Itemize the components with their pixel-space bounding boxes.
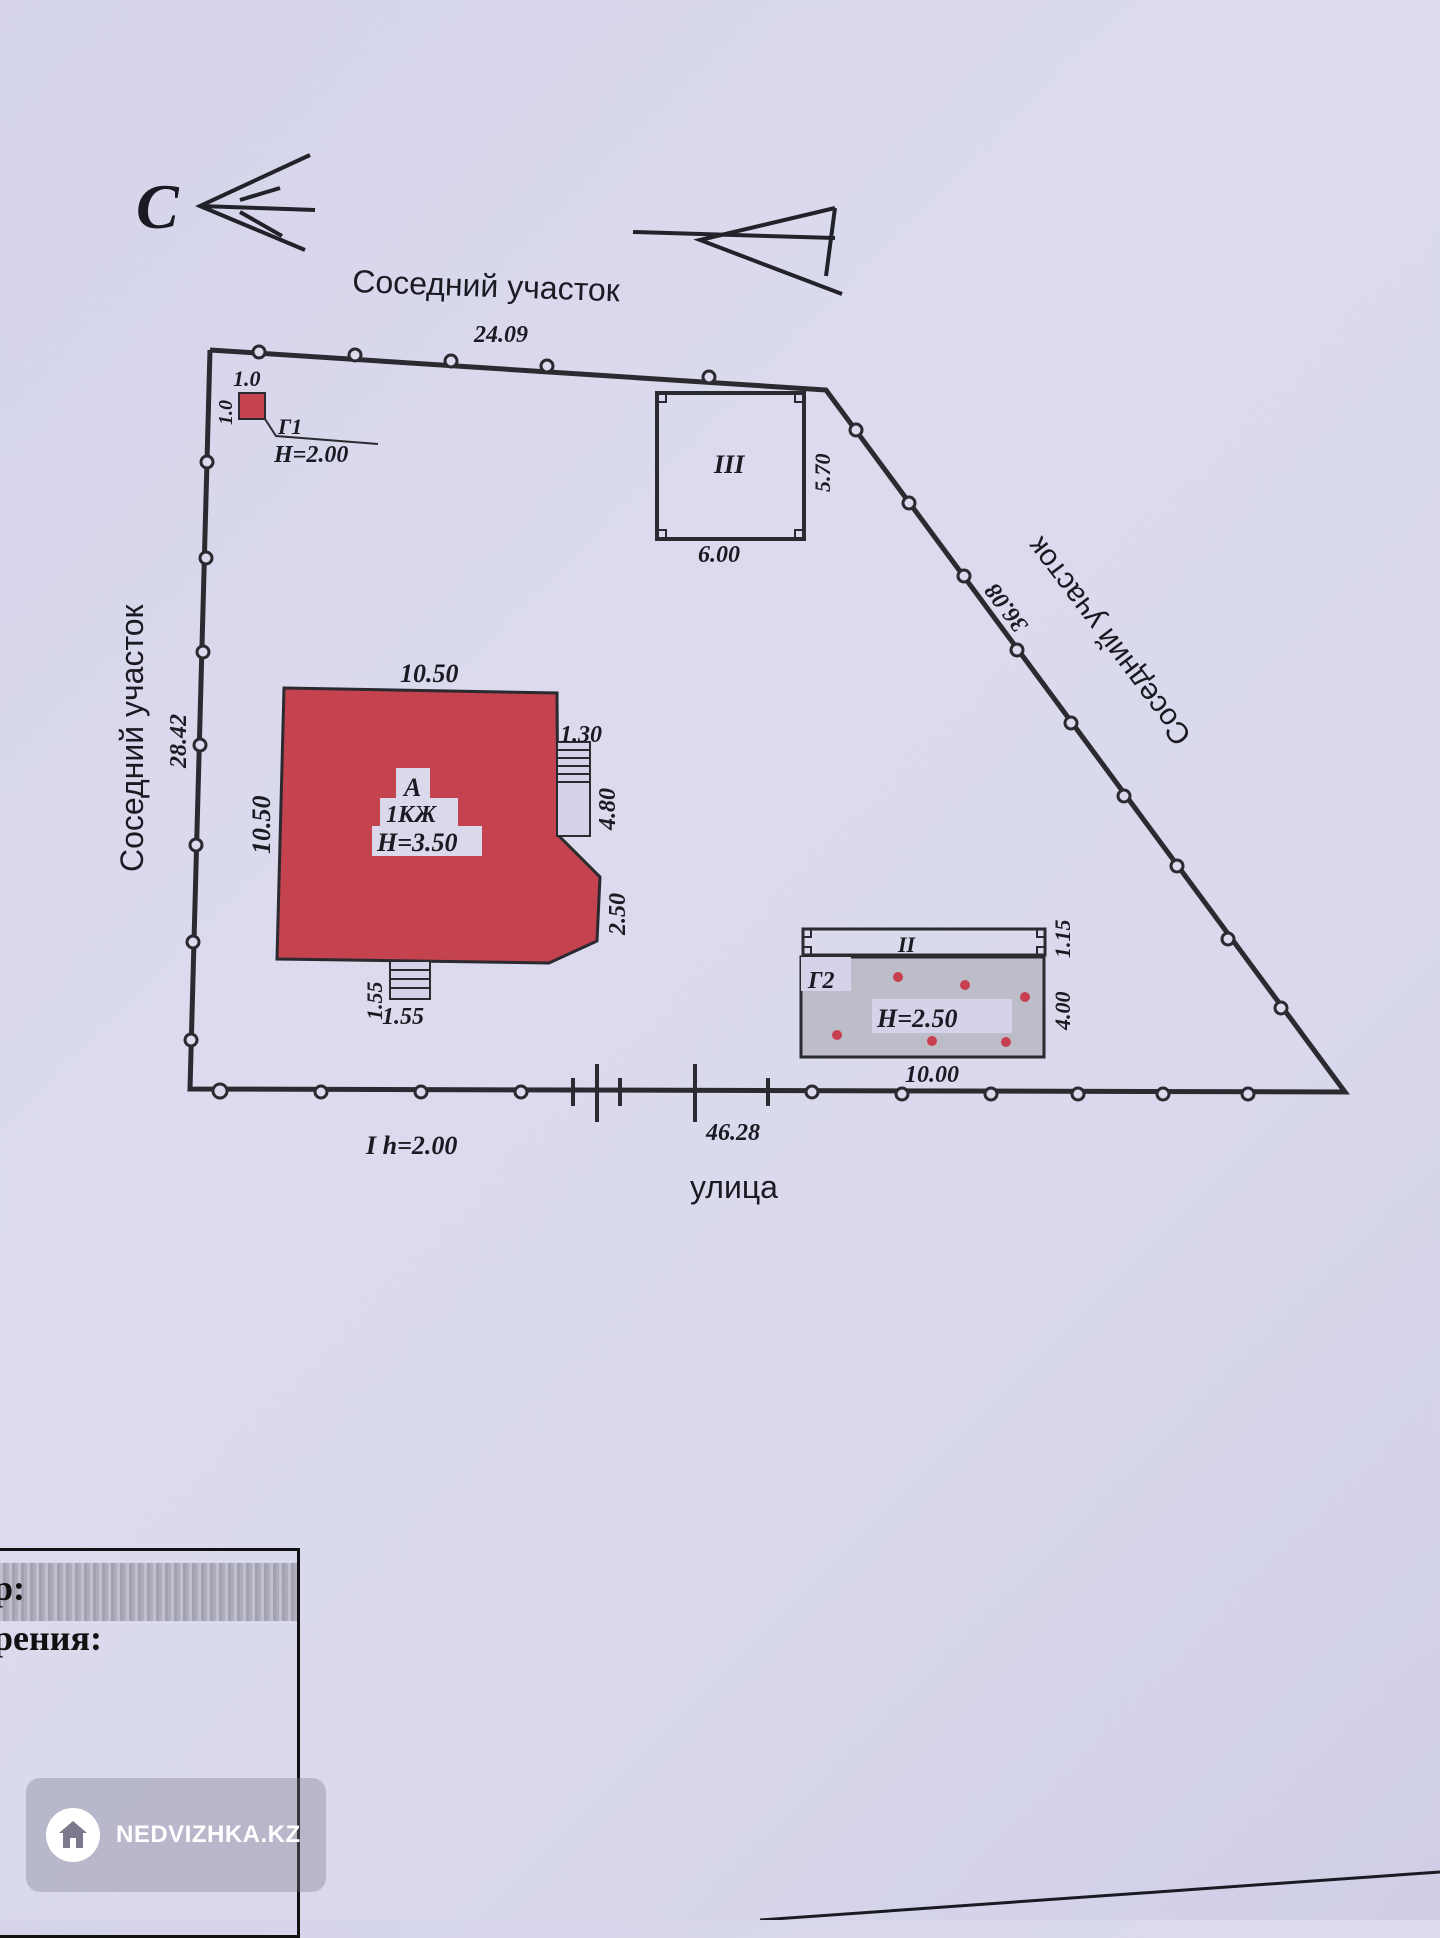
g1-leader-line xyxy=(264,418,379,445)
boundary-markers xyxy=(183,344,1289,1102)
legend-redacted xyxy=(0,1563,297,1621)
building-a-label-bg1 xyxy=(396,768,430,798)
building-a-depth-dim: 10.50 xyxy=(247,796,276,855)
iii-id: III xyxy=(713,450,745,479)
building-a-material: 1КЖ xyxy=(386,802,437,828)
g1-h-dim: 1.0 xyxy=(215,400,237,425)
building-a-stairs-bottom xyxy=(389,960,431,1000)
building-a-width-dim: 10.50 xyxy=(400,659,459,688)
iii-w-dim: 6.00 xyxy=(698,542,740,568)
compass-letter: С xyxy=(136,171,180,242)
building-a-stair-bottom-h-dim: 1.55 xyxy=(362,982,387,1021)
watermark-brand: NEDVIZHKA.KZ xyxy=(116,1821,301,1848)
legend-line2: рения: xyxy=(0,1618,102,1658)
boundary-top-dim: 24.09 xyxy=(473,322,528,348)
g2-id-bg xyxy=(801,957,851,991)
boundary-left-dim: 28.42 xyxy=(166,714,192,769)
iii-h-dim: 5.70 xyxy=(810,454,835,493)
building-a-label-bg3 xyxy=(372,826,482,856)
building-a-stair-w-dim: 1.30 xyxy=(560,722,602,748)
fence-label: I h=2.00 xyxy=(365,1131,457,1160)
building-a-stair-len-dim: 4.80 xyxy=(595,788,621,831)
structure-iii xyxy=(655,391,806,541)
g2-w-dim: 10.00 xyxy=(905,1062,959,1088)
watermark-badge[interactable]: NEDVIZHKA.KZ xyxy=(26,1778,326,1892)
g1-id: Г1 xyxy=(277,414,302,439)
gate-marks xyxy=(571,1064,770,1122)
ii-corner-marks xyxy=(802,928,1046,956)
structure-ii xyxy=(801,927,1047,957)
north-arrow xyxy=(195,153,316,252)
ii-h-dim: 1.15 xyxy=(1050,920,1075,959)
neighbor-top-label: Соседний участок xyxy=(352,263,622,308)
g2-dots xyxy=(832,972,1030,1047)
g1-height: Н=2.00 xyxy=(273,442,348,468)
neighbor-left-label: Соседний участок xyxy=(114,603,150,872)
direction-arrow xyxy=(632,206,843,296)
g2-height-bg xyxy=(872,999,1012,1033)
legend-line1: р: xyxy=(0,1568,26,1608)
g2-h-dim: 4.00 xyxy=(1050,992,1075,1032)
boundary-bottom-dim: 46.28 xyxy=(705,1120,760,1146)
outbuilding-g1 xyxy=(238,392,266,420)
g2-height: Н=2.50 xyxy=(876,1004,958,1033)
g1-w-dim: 1.0 xyxy=(233,366,261,391)
building-a-corner-dim: 2.50 xyxy=(605,893,631,936)
ii-id: II xyxy=(897,932,917,957)
building-a-stairs-right xyxy=(556,741,591,837)
iii-corner-marks xyxy=(656,392,805,540)
building-a-label-bg2 xyxy=(380,798,458,826)
house-icon xyxy=(46,1808,100,1862)
neighbor-right-label: Соседний участок xyxy=(1020,530,1198,751)
page-edge-line xyxy=(759,1870,1440,1920)
g2-id: Г2 xyxy=(807,968,835,994)
building-a-letter: А xyxy=(402,773,421,802)
building-a-stair-bottom-w-dim: 1.55 xyxy=(382,1004,424,1030)
street-label: улица xyxy=(690,1169,778,1205)
building-a-height: Н=3.50 xyxy=(376,828,458,857)
